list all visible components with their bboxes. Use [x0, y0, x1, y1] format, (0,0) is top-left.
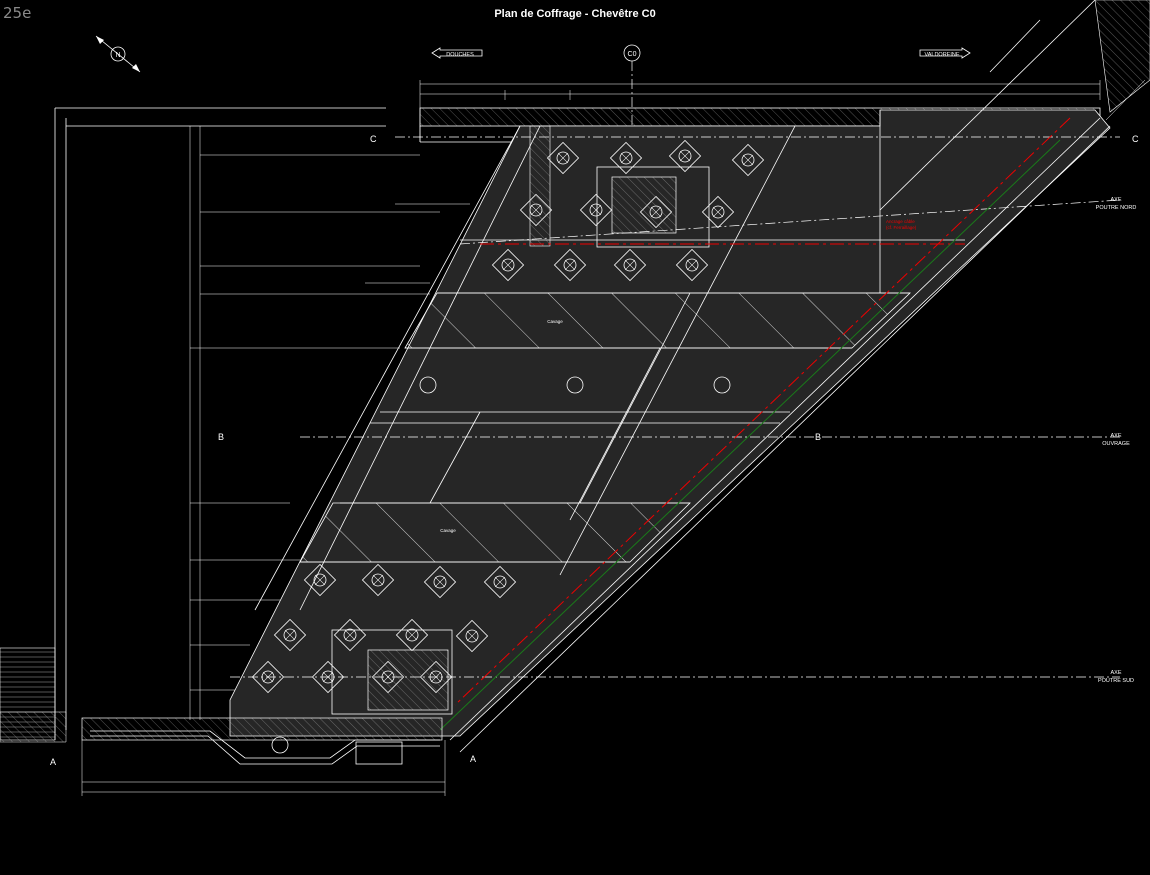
section-b-right: B [815, 432, 821, 442]
anchor-plates [251, 139, 765, 694]
axis-south-line2: POUTRE SUD [1098, 678, 1134, 684]
north-arrow-label: N [115, 52, 120, 59]
bearing-box-bottom [331, 629, 453, 715]
slab-grid [254, 110, 965, 611]
axis-lines [230, 136, 1121, 678]
vertical-strip-top [529, 125, 551, 247]
cavage-band-bottom [299, 502, 691, 563]
circle-markers [271, 376, 731, 754]
bottom-beam [81, 717, 446, 796]
direction-arrow-left: DOUCHES [431, 47, 483, 59]
axis-north-line2: POUTRE NORD [1096, 205, 1137, 211]
arrow-left-label: DOUCHES [446, 52, 474, 58]
red-note-line2: (cf. Ferraillage) [886, 225, 917, 230]
arrow-right-label: VALDOREINE [924, 52, 959, 58]
bearing-box-top [596, 166, 710, 248]
right-diagonal-edges [449, 0, 1146, 753]
section-b-left: B [218, 432, 224, 442]
axis-north-line1: AXE [1110, 197, 1121, 203]
top-dimensions [419, 80, 1101, 142]
zone-label-top: Cavage [547, 319, 563, 324]
axis-structure-line1: AXE [1110, 433, 1121, 439]
green-edge [439, 139, 1061, 731]
page-number: 25e [3, 4, 32, 22]
bottom-left-hatch [0, 711, 67, 743]
right-hatched-edge [1094, 0, 1150, 113]
red-cable-axis [454, 117, 1071, 706]
bearing-core-bottom [367, 649, 449, 711]
cavage-band-top [404, 292, 912, 349]
north-arrow-icon: N [95, 35, 141, 73]
axis-structure-line2: OUVRAGE [1102, 441, 1130, 447]
section-a-left: A [50, 757, 56, 767]
pier-label: C0 [628, 51, 637, 58]
red-note-line1: Ancrage câble [886, 219, 915, 224]
axis-south-line1: AXE [1110, 670, 1121, 676]
zone-label-bottom: Cavage [440, 528, 456, 533]
section-c-left: C [370, 134, 377, 144]
direction-arrow-right: VALDOREINE [919, 47, 971, 59]
section-a-right: A [470, 754, 476, 764]
section-c-right: C [1132, 134, 1139, 144]
left-outline [54, 107, 470, 740]
drawing-title: Plan de Coffrage - Chevêtre C0 [494, 8, 655, 20]
bearing-core-top [611, 176, 677, 234]
